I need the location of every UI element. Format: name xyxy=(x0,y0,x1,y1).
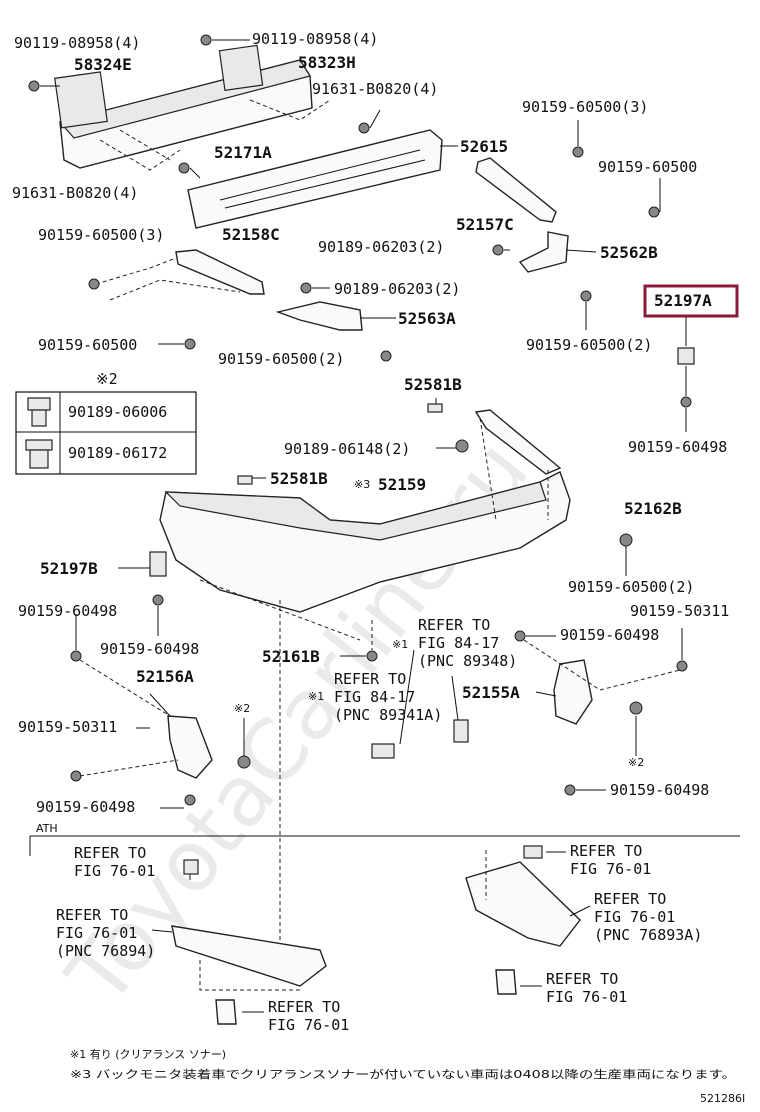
refer-line: FIG 76-01 xyxy=(74,862,155,880)
part-label: 52159 xyxy=(378,475,426,494)
refer-line: REFER TO xyxy=(56,906,128,924)
part-label: 90159-60500(2) xyxy=(526,336,652,354)
part-label: 58324E xyxy=(74,55,132,74)
part-label: 52156A xyxy=(136,667,194,686)
part-label: 90159-60500(3) xyxy=(38,226,164,244)
part-label: 52562B xyxy=(600,243,658,262)
lower-spoiler-left xyxy=(171,859,327,1025)
part-label: 90159-50311 xyxy=(18,718,117,736)
ath-label: ATH xyxy=(36,822,58,835)
legend-item: 90189-06006 xyxy=(68,403,167,421)
part-label: 52158C xyxy=(222,225,280,244)
part-label: 90159-60500 xyxy=(598,158,697,176)
lower-spoiler-right xyxy=(465,845,581,995)
part-label: 90159-60498 xyxy=(100,640,199,658)
refer-line: REFER TO xyxy=(74,844,146,862)
refer-line: (PNC 89348) xyxy=(418,652,517,670)
part-label: 91631-B0820(4) xyxy=(12,184,138,202)
bumper-cover xyxy=(159,403,571,641)
refer-line: FIG 84-17 xyxy=(418,634,499,652)
refer-line: REFER TO xyxy=(594,890,666,908)
part-label: 90159-60498 xyxy=(36,798,135,816)
part-label: 90159-60498 xyxy=(628,438,727,456)
part-label: 90189-06203(2) xyxy=(334,280,460,298)
part-label: 52171A xyxy=(214,143,272,162)
footnote-mark: ※3 xyxy=(354,478,370,491)
bolt-icon xyxy=(28,34,370,174)
side-bracket-left xyxy=(88,249,265,301)
part-label: 52155A xyxy=(462,683,520,702)
part-label: 90159-60500(2) xyxy=(568,578,694,596)
retainer-clip xyxy=(677,347,695,408)
part-label: 90159-60498 xyxy=(610,781,709,799)
refer-line: REFER TO xyxy=(570,842,642,860)
part-label: 90159-60500(2) xyxy=(218,350,344,368)
part-label: 52581B xyxy=(404,375,462,394)
refer-line: FIG 76-01 xyxy=(56,924,137,942)
refer-line: (PNC 76893A) xyxy=(594,926,702,944)
part-label: 90189-06148(2) xyxy=(284,440,410,458)
part-label: 52563A xyxy=(398,309,456,328)
refer-line: REFER TO xyxy=(546,970,618,988)
part-label: 90189-06203(2) xyxy=(318,238,444,256)
side-retainer xyxy=(475,146,660,302)
leader-lines xyxy=(40,39,687,1013)
clearance-sonar xyxy=(279,600,469,960)
part-label: 52162B xyxy=(624,499,682,518)
legend-mark: ※2 xyxy=(96,370,118,388)
part-label: 90159-60500(3) xyxy=(522,98,648,116)
refer-line: FIG 76-01 xyxy=(546,988,627,1006)
part-label: 90159-60498 xyxy=(18,602,117,620)
bumper-side-retainer-left xyxy=(70,551,251,806)
part-label: 90119-08958(4) xyxy=(252,30,378,48)
highlight-box xyxy=(643,284,739,318)
refer-line: REFER TO xyxy=(268,998,340,1016)
footnote-mark: ※2 xyxy=(628,756,644,769)
grommet-icon xyxy=(25,439,53,469)
footnote: ※3 バックモニタ装着車でクリアランスソナーが付いていない車両は0408以降の生… xyxy=(70,1067,736,1081)
legend-item: 90189-06172 xyxy=(68,444,167,462)
part-label: 90159-60498 xyxy=(560,626,659,644)
figure-id: 521286I xyxy=(700,1092,745,1105)
refer-line: REFER TO xyxy=(418,616,490,634)
part-label: 52161B xyxy=(262,647,320,666)
part-label: 52615 xyxy=(460,137,508,156)
legend-table: ※2 90189-06006 90189-06172 xyxy=(15,370,197,475)
part-label: 52197B xyxy=(40,559,98,578)
footnote: ※1 有り (クリアランス ソナー) xyxy=(70,1047,226,1061)
clip-icon xyxy=(27,397,51,427)
refer-line: REFER TO xyxy=(334,670,406,688)
footnote-mark: ※1 xyxy=(308,690,324,703)
part-label: 90159-50311 xyxy=(630,602,729,620)
highlighted-part-label: 52197A xyxy=(654,291,712,310)
bumper-reinforcement xyxy=(54,44,331,171)
part-label: 52157C xyxy=(456,215,514,234)
part-label: 58323H xyxy=(298,53,356,72)
refer-line: FIG 76-01 xyxy=(570,860,651,878)
refer-line: (PNC 89341A) xyxy=(334,706,442,724)
refer-line: FIG 76-01 xyxy=(268,1016,349,1034)
part-label: 90159-60500 xyxy=(38,336,137,354)
part-label: 52581B xyxy=(270,469,328,488)
refer-line: FIG 76-01 xyxy=(594,908,675,926)
refer-line: (PNC 76894) xyxy=(56,942,155,960)
refer-line: FIG 84-17 xyxy=(334,688,415,706)
refer-to-notes: ※1 REFER TO FIG 84-17 (PNC 89348) ※1 REF… xyxy=(56,616,702,1034)
part-labels: 90119-08958(4) 58324E 90119-08958(4) 583… xyxy=(12,30,739,835)
footnote-mark: ※1 xyxy=(392,638,408,651)
part-label: 91631-B0820(4) xyxy=(312,80,438,98)
footnote-mark: ※2 xyxy=(234,702,250,715)
bumper-side-retainer-right xyxy=(514,533,688,796)
energy-absorber xyxy=(187,129,443,229)
part-label: 90119-08958(4) xyxy=(14,34,140,52)
side-bracket-right xyxy=(184,282,392,362)
footnotes: ※1 有り (クリアランス ソナー) ※3 バックモニタ装着車でクリアランスソナ… xyxy=(70,1047,745,1105)
